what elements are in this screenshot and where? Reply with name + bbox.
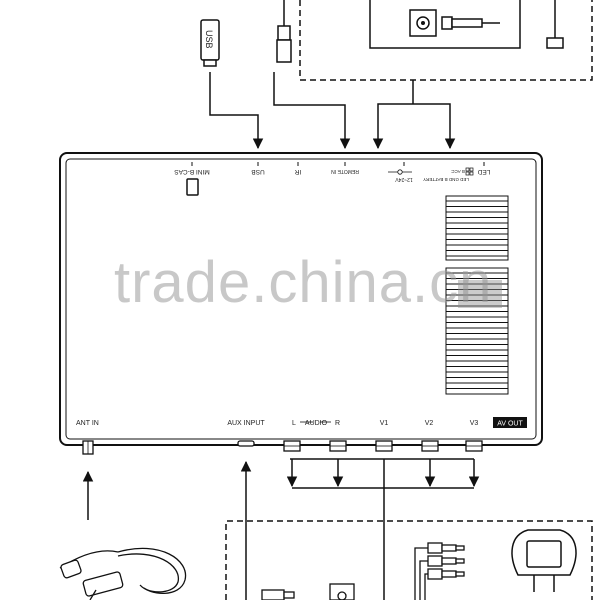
bottom-jacks [82, 440, 483, 455]
dc-jack-socket-icon [409, 9, 437, 37]
bottom-connectors [82, 458, 480, 600]
watermark-text: trade.china.cn [114, 250, 492, 315]
av-out-badge: AV OUT [493, 417, 527, 428]
label-audio-r: R [335, 420, 340, 427]
label-aux-input: AUX INPUT [227, 420, 265, 427]
led-pins-icon [465, 167, 474, 176]
aux-socket-icon [329, 583, 355, 600]
label-ir: IR [294, 168, 301, 175]
power-symbol-icon [388, 169, 412, 175]
mini-b-cas-slot [186, 178, 199, 196]
watermark-shade [458, 280, 502, 308]
label-av-out: AV OUT [497, 421, 523, 428]
top-port-labels: MINI B-CAS USB IR REMOTE IN 12~24V LED G… [174, 162, 490, 182]
headrest-monitor-icon [511, 529, 577, 592]
label-power: 12~24V [395, 176, 413, 182]
top-accessory-box [299, 0, 593, 81]
ant-in-jack [82, 440, 94, 455]
bottom-port-labels: ANT IN AUX INPUT L AUDIO R V1 V2 V3 [76, 420, 478, 427]
label-led-battery: LED GND B BATTERY [423, 177, 469, 182]
bottom-accessory-box [225, 520, 593, 600]
label-audio: AUDIO [305, 420, 328, 427]
label-ant-in: ANT IN [76, 420, 99, 427]
antenna-cable-icon [59, 547, 187, 600]
rca-jack [329, 440, 347, 452]
label-mini-b-cas: MINI B-CAS [174, 168, 210, 175]
wire-connector-icon [546, 0, 564, 49]
label-usb: USB [251, 168, 264, 175]
rca-jack [375, 440, 393, 452]
heatsink-vents [445, 195, 509, 395]
usb-stick-label: USB [204, 30, 214, 49]
label-v2: V2 [425, 420, 434, 427]
label-acc: B ACC [451, 169, 465, 174]
ir-plug-icon [276, 0, 292, 63]
label-v1: V1 [380, 420, 389, 427]
top-connectors [209, 72, 456, 150]
label-remote-in: REMOTE IN [331, 168, 359, 174]
rca-cable-icon [414, 542, 465, 600]
main-device-body [59, 152, 543, 446]
label-v3: V3 [470, 420, 479, 427]
rca-jack [283, 440, 301, 452]
rca-jack [421, 440, 439, 452]
aux-plug-icon [261, 589, 295, 600]
dc-plug-icon [441, 16, 500, 30]
label-audio-l: L [292, 420, 296, 427]
label-led: LED [477, 168, 490, 175]
rca-jack [465, 440, 483, 452]
usb-stick-icon: USB [200, 19, 220, 67]
aux-input-jack [237, 440, 255, 447]
